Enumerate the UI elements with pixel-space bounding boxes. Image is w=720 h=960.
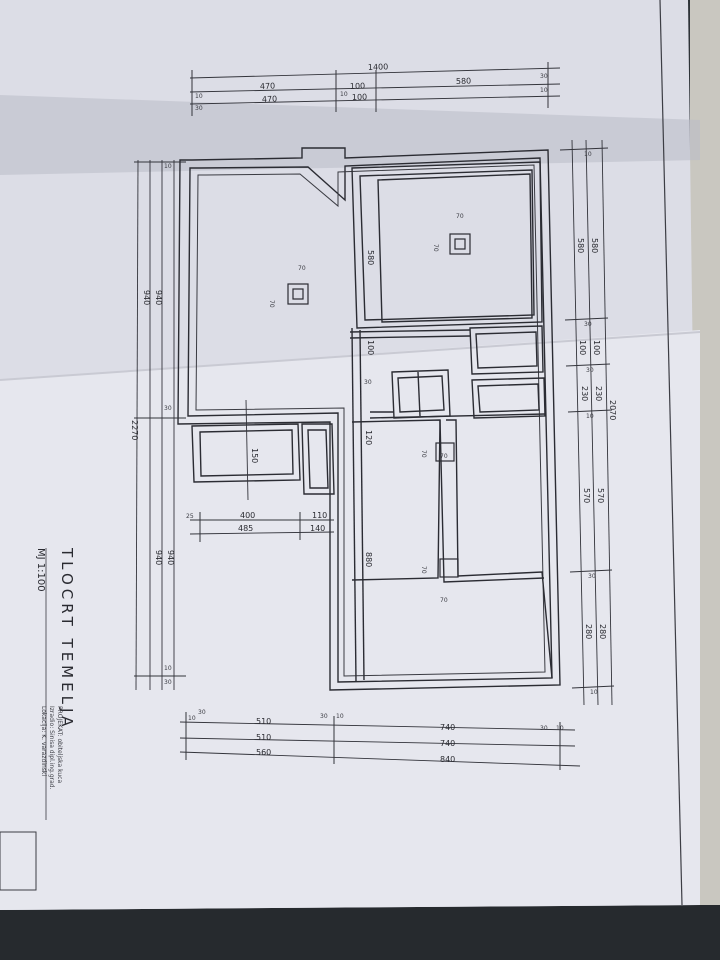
drawing-scale: MJ 1:100: [35, 548, 46, 592]
dim-right-small-3: 30: [586, 367, 594, 374]
dim-left-1: 940: [142, 290, 151, 305]
dim-bottom-small-1: 10: [188, 715, 196, 722]
dim-bottom-small-3: 30: [320, 713, 328, 720]
pad-label-8: 70: [440, 453, 448, 460]
dim-right-1b: 580: [590, 238, 599, 253]
paper-lower-half: [0, 330, 700, 910]
dim-left-4: 940: [166, 550, 175, 565]
pad-label-6: 70: [420, 566, 427, 574]
dim-right-5: 280: [584, 624, 593, 639]
dimension-labels: 1400 470 100 580 470 100 10 30 10 30 10 …: [130, 62, 617, 764]
dim-left-small-4: 30: [164, 679, 172, 686]
dim-left-small-2: 30: [164, 405, 172, 412]
dim-top-small-2: 30: [195, 105, 203, 112]
dim-inner-h-4: 485: [238, 524, 253, 533]
title-block: TLOCRT TEMELJA MJ 1:100 PROJEKAT: obitel…: [35, 547, 76, 820]
desk-bottom: [0, 905, 720, 960]
dim-bottom-2: 740: [440, 723, 455, 732]
stamp-line-3: Lokacija: K. varazdinski: [40, 706, 47, 776]
dim-inner-h-2: 400: [240, 511, 255, 520]
dim-bottom-1: 510: [256, 717, 271, 726]
dim-inner-v-4: 120: [364, 430, 373, 445]
pad-label-3: 70: [456, 213, 464, 220]
dim-top-1: 470: [260, 81, 276, 91]
dim-right-5b: 280: [598, 624, 607, 639]
dim-right-small-5: 30: [588, 573, 596, 580]
pad-label-4: 70: [432, 244, 439, 252]
pad-label-1: 70: [298, 265, 306, 272]
dim-inner-v-1: 580: [366, 250, 375, 265]
dim-right-1: 580: [576, 238, 585, 253]
dim-bottom-small-6: 10: [556, 725, 564, 732]
dim-bottom-small-2: 30: [198, 709, 206, 716]
dimension-lines: [134, 62, 615, 770]
dim-right-small-1: 10: [584, 151, 592, 158]
dim-right-small-2: 30: [584, 321, 592, 328]
dim-right-2: 100: [578, 340, 587, 355]
pad-label-7: 70: [440, 597, 448, 604]
dim-top-small-4: 30: [540, 73, 548, 80]
paper-fold: [0, 331, 701, 381]
dim-left-3: 940: [154, 550, 163, 565]
dim-bottom-6: 840: [440, 755, 455, 764]
dim-inner-v-7: 30: [364, 379, 372, 386]
dim-inner-v-6: 880: [364, 552, 373, 567]
dim-top-small-5: 10: [540, 87, 548, 94]
stamp-line-1: PROJEKAT: obiteljska kuca: [56, 706, 63, 783]
dim-right-2b: 100: [592, 340, 601, 355]
dim-left-2: 940: [154, 290, 163, 305]
dim-bottom-3: 510: [256, 733, 271, 742]
sheet-corner-box: [0, 831, 37, 891]
dim-top-small-1: 10: [195, 93, 203, 100]
column-pads: [287, 233, 471, 578]
stamp-line-2: Izradio: Sinisa dipl.ing.grad.: [48, 706, 55, 790]
dim-bottom-5: 560: [256, 748, 271, 757]
dim-right-3b: 230: [594, 386, 603, 401]
dim-left-small-1: 10: [164, 163, 172, 170]
dim-bottom-4: 740: [440, 739, 455, 748]
dim-left-overall-1: 2270: [130, 420, 139, 440]
dim-right-4b: 570: [596, 488, 605, 503]
dim-inner-v-3: 100: [366, 340, 375, 355]
dim-right-3: 230: [580, 386, 589, 401]
dim-left-small-3: 10: [164, 665, 172, 672]
drawing-title: TLOCRT TEMELJA: [58, 547, 76, 730]
dim-right-small-6: 10: [590, 689, 598, 696]
foundation-walls: [177, 147, 561, 691]
dim-inner-h-5: 140: [310, 524, 325, 533]
dim-bottom-small-5: 30: [540, 725, 548, 732]
dim-top-2: 100: [350, 81, 366, 91]
dim-inner-v-5: 150: [250, 448, 259, 463]
dim-top-3: 580: [456, 76, 472, 86]
dim-inner-h-3: 110: [312, 511, 327, 520]
pad-label-2: 70: [268, 300, 275, 308]
dim-bottom-small-4: 10: [336, 713, 344, 720]
pad-label-5: 70: [420, 450, 427, 458]
dim-top-overall: 1400: [368, 62, 389, 72]
dim-top-4: 470: [262, 94, 278, 104]
dim-top-small-3: 10: [340, 91, 348, 98]
sheet-frame-right: [659, 0, 683, 906]
dim-top-5: 100: [352, 92, 368, 102]
dim-right-small-4: 10: [586, 413, 594, 420]
dim-inner-h-1: 25: [186, 513, 194, 520]
dim-right-overall: 2070: [608, 400, 617, 420]
dim-right-4: 570: [582, 488, 591, 503]
paper-shadow: [0, 95, 700, 175]
